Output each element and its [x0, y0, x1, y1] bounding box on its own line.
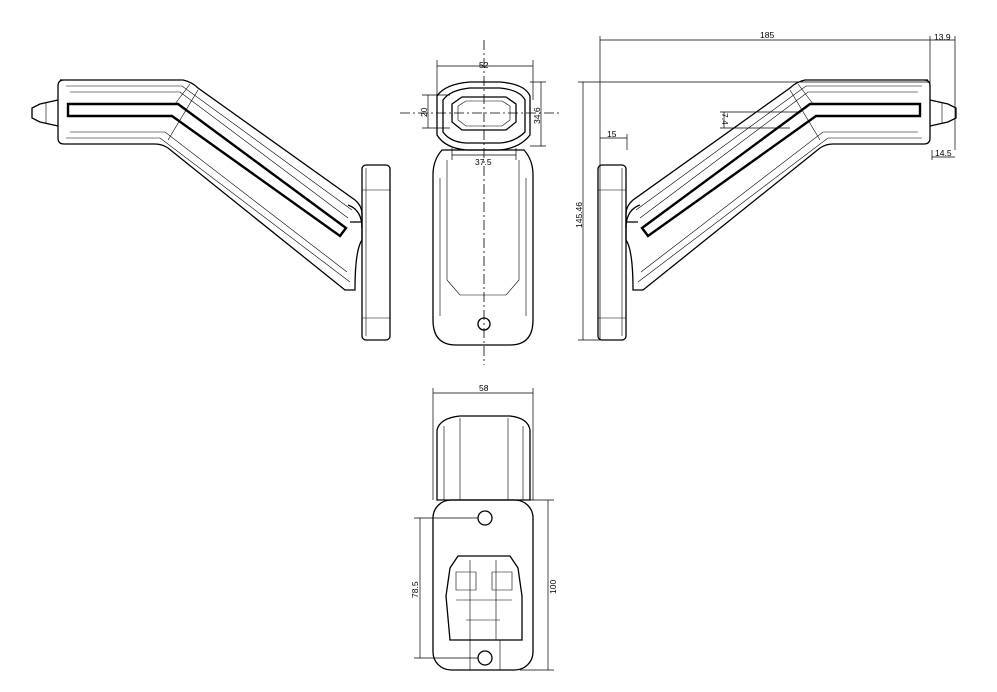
dim-bottom-width: 58 — [479, 383, 489, 393]
dim-base-thickness: 15 — [607, 129, 617, 139]
left-side-view — [30, 78, 392, 342]
front-view — [400, 40, 560, 365]
right-side-view — [596, 78, 958, 342]
dim-led-width: 7.4 — [720, 113, 730, 125]
dimension-lines — [414, 36, 956, 671]
dim-hole-spacing: 78.5 — [410, 581, 420, 598]
dim-arm-length: 185 — [760, 30, 774, 40]
dim-tip-height: 14.5 — [935, 148, 952, 158]
dim-plate-height: 100 — [548, 580, 558, 594]
bottom-view — [432, 415, 534, 671]
dim-lens-height: 20 — [419, 107, 429, 117]
dim-front-width: 52 — [479, 60, 489, 70]
dim-lens-width: 37.5 — [475, 157, 492, 167]
dim-head-height: 34.6 — [532, 107, 542, 124]
dim-tip-length: 13.9 — [934, 32, 951, 42]
dim-total-height: 145.46 — [574, 202, 584, 228]
